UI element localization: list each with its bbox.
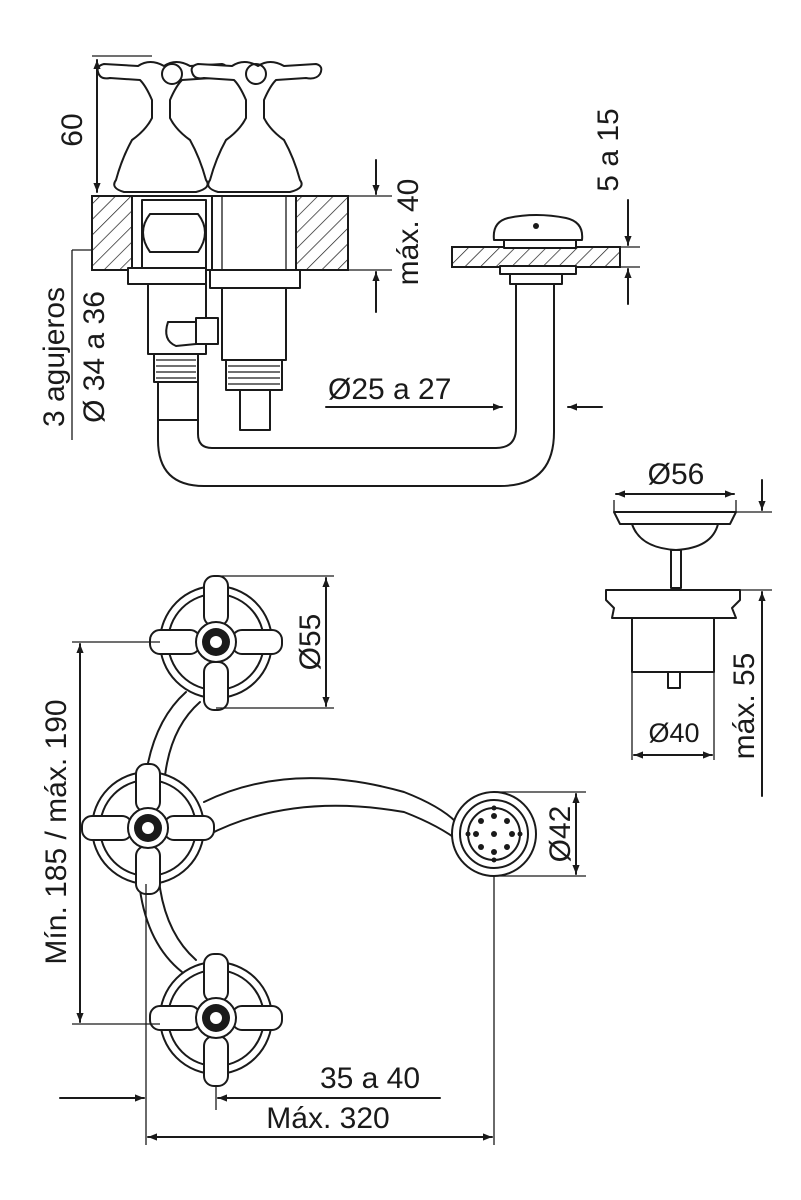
drain-diameter-label: Ø42 (544, 806, 577, 863)
dim-rosette: Ø55 (216, 575, 334, 709)
dim-offset: 35 a 40 (59, 884, 441, 1145)
dim-max-width: Máx. 320 (147, 876, 495, 1145)
drain-body (492, 214, 584, 285)
offset-label: 35 a 40 (320, 1062, 420, 1095)
stopper-detail: Ø56 Ø40 máx. 55 (605, 458, 772, 797)
middle-valve (81, 763, 215, 895)
stopper-body-diameter-label: Ø40 (648, 718, 699, 748)
plan-view: Ø55 Mín. 185 / máx. 190 Ø42 35 a 40 (40, 575, 586, 1145)
height-60-label: 60 (56, 113, 89, 146)
max-40-label: máx. 40 (392, 179, 425, 286)
side-view: 60 máx. 40 5 a 15 3 agujeros Ø 34 a 36 (38, 55, 640, 487)
dim-spacing: Mín. 185 / máx. 190 (40, 641, 160, 1025)
pipe-diameter-label: Ø25 a 27 (328, 373, 451, 406)
dim-60: 60 (56, 55, 152, 193)
hole-diameter-label: Ø 34 a 36 (78, 291, 111, 423)
spacing-label: Mín. 185 / máx. 190 (40, 699, 73, 964)
drain-plan (451, 791, 537, 877)
right-valve (190, 61, 323, 431)
top-valve (149, 575, 283, 711)
connection-pipe (157, 281, 555, 487)
bottom-valve (149, 953, 283, 1087)
holes-callout: 3 agujeros Ø 34 a 36 (38, 249, 111, 440)
rosette-diameter-label: Ø55 (294, 614, 327, 671)
stopper-top-diameter-label: Ø56 (648, 458, 705, 491)
dim-pipe-diameter: Ø25 a 27 (325, 373, 603, 411)
left-valve (96, 61, 229, 421)
range-5-a-15-label: 5 a 15 (592, 108, 625, 191)
dim-max-40: máx. 40 (300, 159, 425, 313)
dim-drain: Ø42 (494, 791, 586, 877)
holes-label: 3 agujeros (38, 287, 71, 427)
max-width-label: Máx. 320 (266, 1102, 389, 1135)
dim-5-a-15: 5 a 15 (592, 108, 640, 305)
stopper-max-height-label: máx. 55 (728, 653, 761, 760)
